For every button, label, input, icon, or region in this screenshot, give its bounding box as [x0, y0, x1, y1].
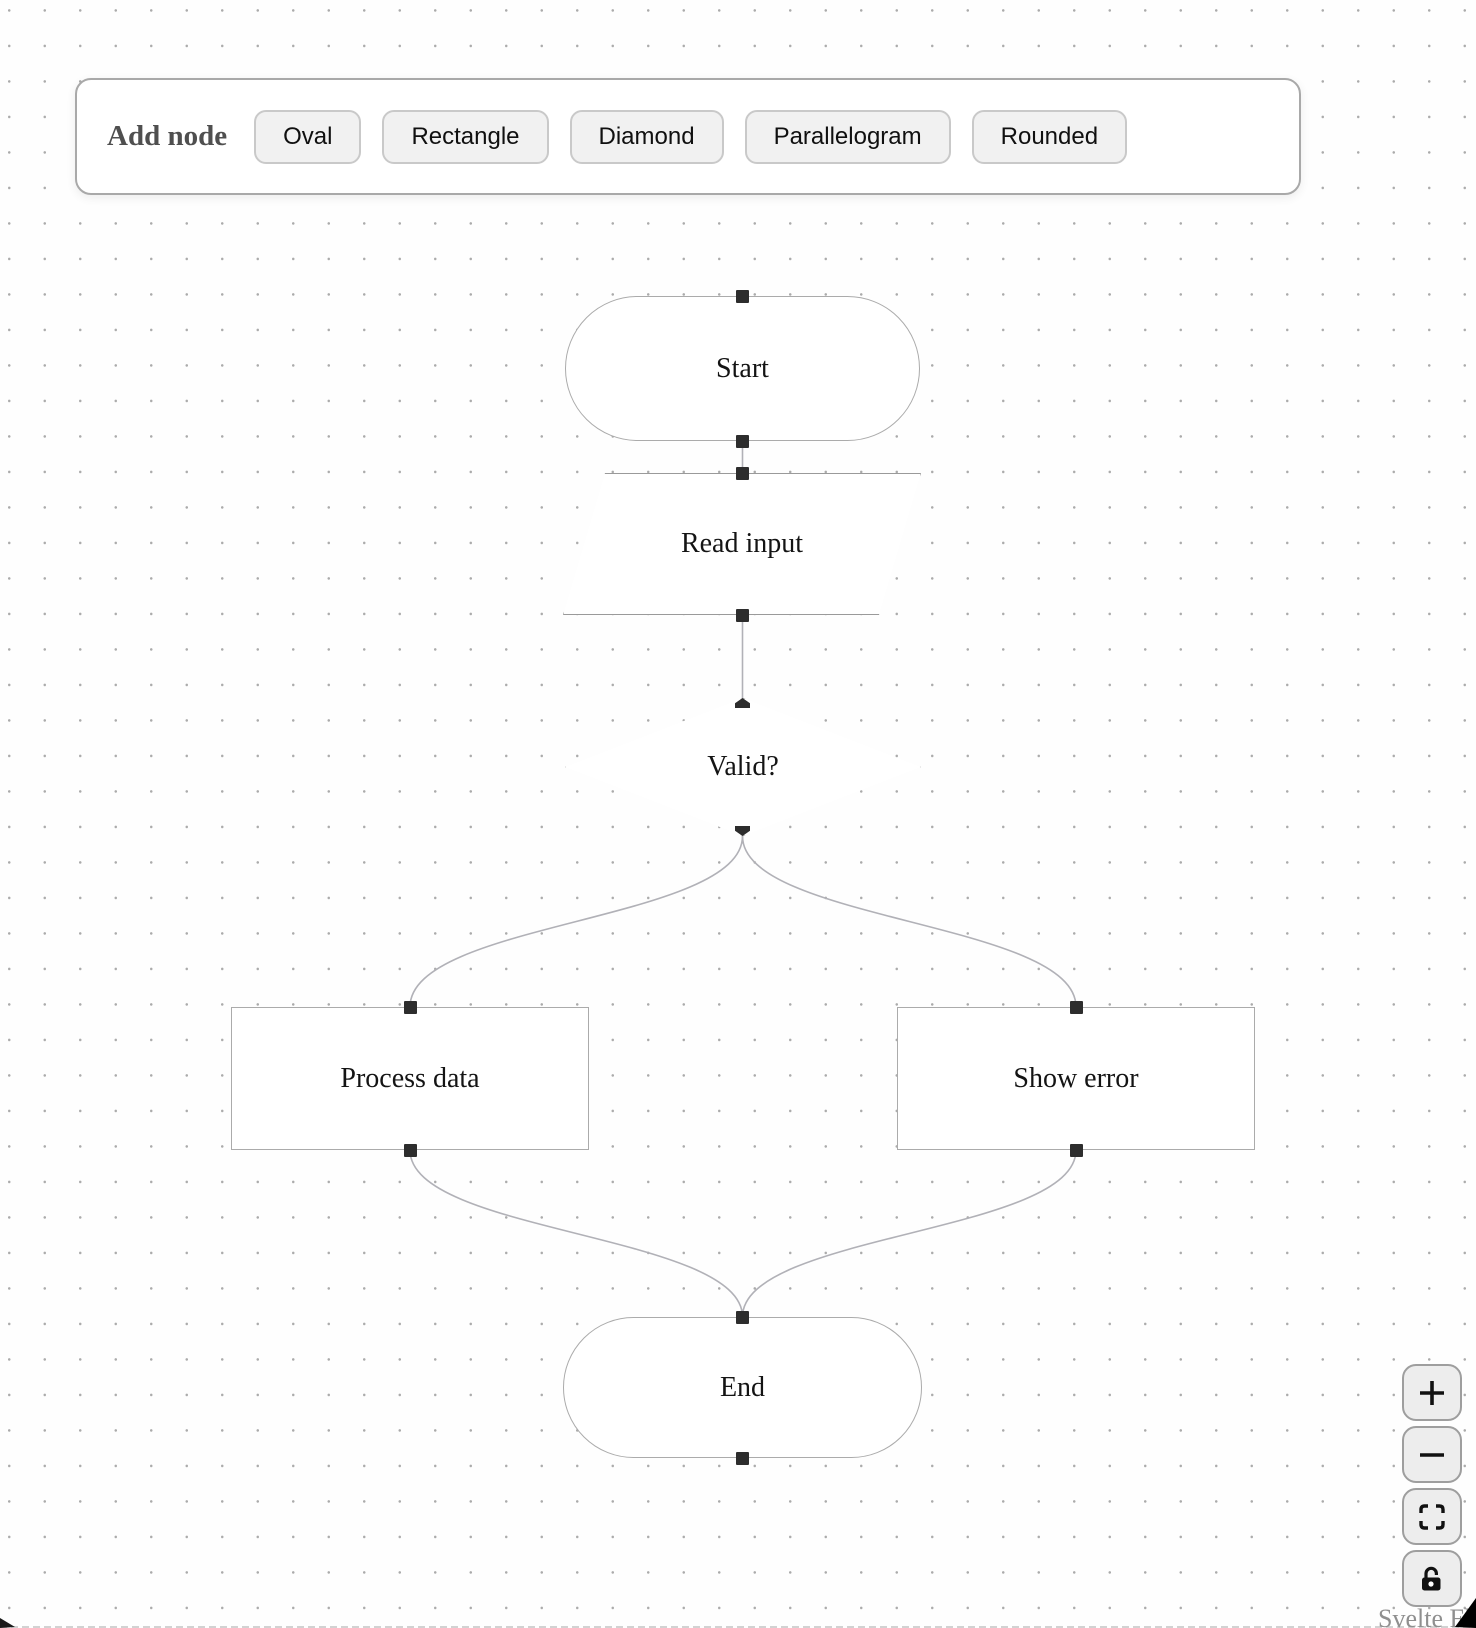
- add-rounded-button[interactable]: Rounded: [971, 109, 1128, 164]
- handle-end-top[interactable]: [736, 1310, 749, 1324]
- node-read-input[interactable]: Read input: [563, 473, 921, 615]
- edge-show-error-to-end[interactable]: [741, 1149, 1077, 1318]
- fit-view-button[interactable]: [1402, 1488, 1462, 1545]
- handle-show-error-top[interactable]: [1069, 1000, 1083, 1014]
- unlock-icon: [1422, 1566, 1441, 1590]
- handle-process-data-bottom[interactable]: [403, 1143, 417, 1157]
- node-process-data[interactable]: Process data: [231, 1007, 589, 1150]
- plus-icon: [1420, 1380, 1444, 1405]
- add-node-label: Add node: [107, 120, 228, 152]
- handle-read-input-bottom[interactable]: [736, 608, 749, 622]
- handle-show-error-bottom[interactable]: [1069, 1143, 1083, 1157]
- node-end[interactable]: End: [563, 1317, 922, 1458]
- lock-toggle-button[interactable]: [1402, 1550, 1462, 1607]
- handle-process-data-top[interactable]: [403, 1000, 417, 1014]
- node-show-error[interactable]: Show error: [897, 1007, 1255, 1150]
- edge-valid-to-show-error[interactable]: [741, 835, 1077, 1008]
- edge-process-data-to-end[interactable]: [409, 1149, 744, 1318]
- node-start[interactable]: Start: [565, 296, 920, 441]
- add-node-toolbar: Add node Oval Rectangle Diamond Parallel…: [75, 78, 1301, 195]
- add-diamond-button[interactable]: Diamond: [569, 109, 724, 164]
- handle-start-bottom[interactable]: [736, 434, 749, 448]
- handle-valid-top[interactable]: [735, 698, 750, 708]
- minus-icon: [1420, 1452, 1444, 1457]
- add-parallelogram-button[interactable]: Parallelogram: [744, 109, 951, 164]
- fit-view-icon: [1419, 1503, 1445, 1530]
- handle-valid-bottom[interactable]: [735, 826, 750, 836]
- zoom-out-button[interactable]: [1402, 1426, 1462, 1483]
- handle-read-input-top[interactable]: [736, 466, 749, 480]
- handle-end-bottom[interactable]: [736, 1451, 749, 1465]
- add-oval-button[interactable]: Oval: [254, 109, 362, 164]
- handle-start-top[interactable]: [736, 289, 749, 303]
- edge-valid-to-process-data[interactable]: [409, 835, 744, 1008]
- flow-controls: [1402, 1364, 1462, 1607]
- mouse-cursor-icon: [1455, 1598, 1476, 1628]
- bottom-edge-dashes: [0, 1626, 1476, 1628]
- bottom-left-wedge: [0, 1618, 15, 1628]
- zoom-in-button[interactable]: [1402, 1364, 1462, 1421]
- add-rectangle-button[interactable]: Rectangle: [382, 109, 549, 164]
